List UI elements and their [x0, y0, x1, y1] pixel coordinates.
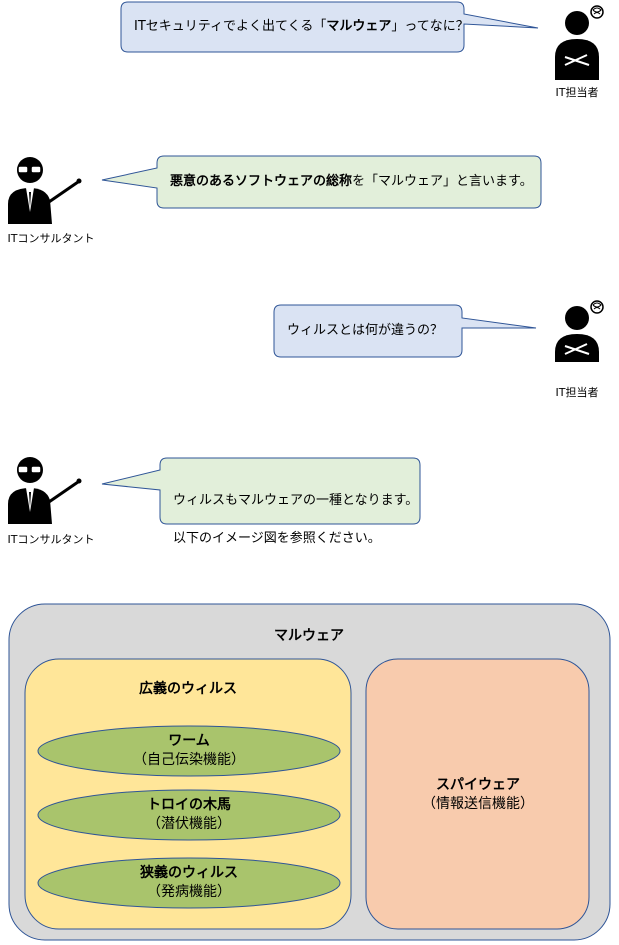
consultant-icon-1 — [8, 157, 82, 224]
bubble-4-line2: 以下のイメージ図を参照ください。 — [173, 531, 381, 546]
bubble-4-shape — [101, 457, 421, 525]
bubble-1-text: ITセキュリティでよく出てくる「マルウェア」ってなに？ — [134, 19, 469, 34]
bubble-4-text: ウィルスもマルウェアの一種となります。 以下のイメージ図を参照ください。 — [173, 472, 418, 567]
worm-label: ワーム （自己伝染機能） — [133, 733, 245, 768]
bubble-2-text: 悪意のあるソフトウェアの総称を「マルウェア」と言います。 — [170, 174, 533, 189]
bubble-2-shape — [101, 155, 542, 209]
spyware-box — [365, 658, 590, 930]
bubble-3-shape — [273, 304, 537, 358]
narrow-virus-ellipse — [37, 857, 341, 909]
broad-virus-label: 広義のウィルス — [139, 681, 237, 697]
bubble-4-line1: ウィルスもマルウェアの一種となります。 — [173, 493, 419, 508]
spyware-label: スパイウェア （情報送信機能） — [422, 777, 534, 812]
speaker-label-it-staff-1: IT担当者 — [555, 86, 599, 99]
speaker-label-it-staff-2: IT担当者 — [555, 386, 599, 399]
consultant-icon-2 — [8, 457, 82, 524]
it-staff-icon-1 — [555, 5, 604, 80]
bubble-1-shape — [120, 1, 539, 53]
trojan-ellipse — [37, 789, 341, 841]
trojan-label: トロイの木馬 （潜伏機能） — [147, 797, 231, 832]
narrow-virus-label: 狭義のウィルス （発病機能） — [140, 865, 238, 900]
speaker-label-consultant-1: ITコンサルタント — [7, 232, 95, 245]
bubble-3-text: ウィルスとは何が違うの？ — [287, 323, 444, 338]
it-staff-icon-2 — [555, 300, 604, 362]
speaker-label-consultant-2: ITコンサルタント — [7, 533, 95, 546]
worm-ellipse — [37, 725, 341, 777]
malware-label: マルウェア — [274, 628, 344, 644]
